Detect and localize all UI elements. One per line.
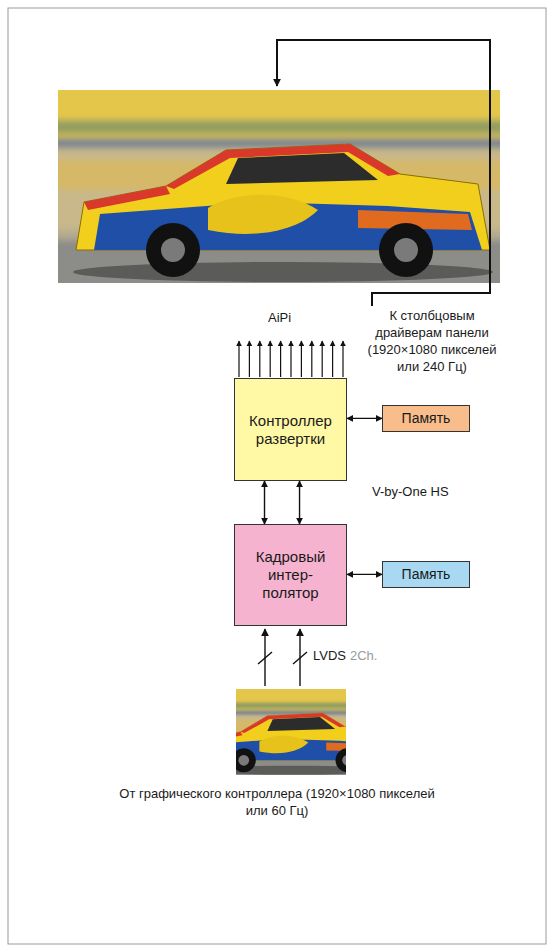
frame <box>8 8 546 944</box>
lvds-bus-arrows <box>258 629 307 686</box>
bus-name: AiPi <box>268 310 291 327</box>
scan-controller-box: Контроллер развертки <box>234 378 347 481</box>
output-note: К столбцовым драйверам панели (1920×1080… <box>362 308 502 376</box>
bus-connector <box>264 481 265 524</box>
frame-interpolator-box: Кадровый интер- полятор <box>234 524 347 626</box>
bus-connector <box>299 481 300 524</box>
column-driver-arrows <box>239 341 343 377</box>
feedback-arrow <box>277 40 490 306</box>
bus-connector <box>347 574 382 575</box>
box-label: Память <box>402 410 451 427</box>
output-photo <box>48 80 510 300</box>
box-label: Кадровый интер- полятор <box>245 548 337 602</box>
bus-connector <box>347 418 382 419</box>
memory-box: Память <box>382 405 470 432</box>
memory-box: Память <box>382 561 470 588</box>
box-label: Контроллер развертки <box>245 412 337 448</box>
interface-name: LVDS <box>313 648 346 665</box>
input-photo <box>188 685 394 783</box>
channel-count: 2Ch. <box>350 648 377 665</box>
box-label: Память <box>402 566 451 583</box>
interface-name: V-by-One HS <box>372 484 449 501</box>
input-note: От графического контроллера (1920×1080 п… <box>117 786 437 820</box>
